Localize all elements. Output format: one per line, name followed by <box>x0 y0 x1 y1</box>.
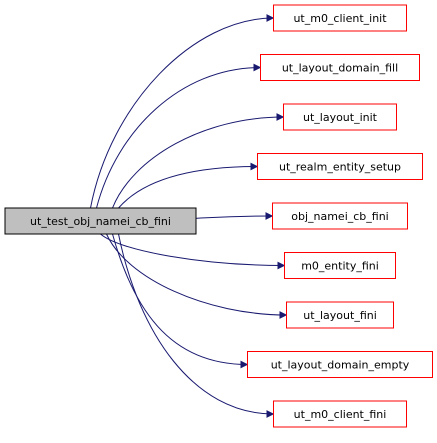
call-edge <box>96 63 262 209</box>
callee-node-ut-m0-client-init[interactable]: ut_m0_client_init <box>273 4 407 32</box>
callee-node-ut-layout-domain-empty-box <box>247 351 433 378</box>
call-nodes: ut_test_obj_namei_cb_fini ut_m0_client_in… <box>4 4 433 428</box>
callee-node-obj-namei-cb-fini-label: obj_namei_cb_fini <box>291 210 389 223</box>
call-edge <box>100 233 286 270</box>
callee-node-m0-entity-fini-label: m0_entity_fini <box>301 260 379 273</box>
callee-node-ut-realm-entity-setup-label: ut_realm_entity_setup <box>279 161 401 174</box>
source-function-node[interactable]: ut_test_obj_namei_cb_fini <box>4 207 197 235</box>
callee-node-obj-namei-cb-fini[interactable]: obj_namei_cb_fini <box>272 202 408 230</box>
call-edge <box>106 233 288 319</box>
call-edge <box>112 113 285 209</box>
source-function-node-label: ut_test_obj_namei_cb_fini <box>30 215 171 228</box>
callee-node-ut-layout-fini-box <box>286 301 394 329</box>
callee-node-m0-entity-fini[interactable]: m0_entity_fini <box>284 252 396 279</box>
callee-node-ut-layout-domain-empty-label: ut_layout_domain_empty <box>271 359 410 372</box>
callee-node-ut-realm-entity-setup-box <box>257 153 423 180</box>
callee-node-obj-namei-cb-fini-box <box>272 202 408 230</box>
callee-node-ut-m0-client-fini[interactable]: ut_m0_client_fini <box>273 400 407 428</box>
callee-node-ut-m0-client-init-label: ut_m0_client_init <box>293 12 387 25</box>
call-edge <box>112 233 249 369</box>
callee-node-ut-layout-init-label: ut_layout_init <box>303 111 378 124</box>
callee-node-ut-m0-client-fini-box <box>273 400 407 428</box>
callee-node-m0-entity-fini-box <box>284 252 396 279</box>
callee-node-ut-realm-entity-setup[interactable]: ut_realm_entity_setup <box>257 153 423 180</box>
callee-node-ut-layout-fini-label: ut_layout_fini <box>303 309 377 322</box>
callee-node-ut-layout-domain-fill[interactable]: ut_layout_domain_fill <box>260 54 420 81</box>
callee-node-ut-layout-init[interactable]: ut_layout_init <box>283 103 397 131</box>
call-edge <box>118 233 275 418</box>
call-edge <box>118 162 259 209</box>
callee-node-ut-layout-init-box <box>283 103 397 131</box>
callee-node-ut-layout-fini[interactable]: ut_layout_fini <box>286 301 394 329</box>
call-edge <box>90 14 275 209</box>
callee-node-ut-m0-client-fini-label: ut_m0_client_fini <box>294 408 387 421</box>
source-function-node-box <box>4 207 197 235</box>
callee-node-ut-layout-domain-fill-label: ut_layout_domain_fill <box>282 62 398 75</box>
callee-node-ut-layout-domain-empty[interactable]: ut_layout_domain_empty <box>247 351 433 378</box>
callee-node-ut-layout-domain-fill-box <box>260 54 420 81</box>
callee-node-ut-m0-client-init-box <box>273 4 407 32</box>
